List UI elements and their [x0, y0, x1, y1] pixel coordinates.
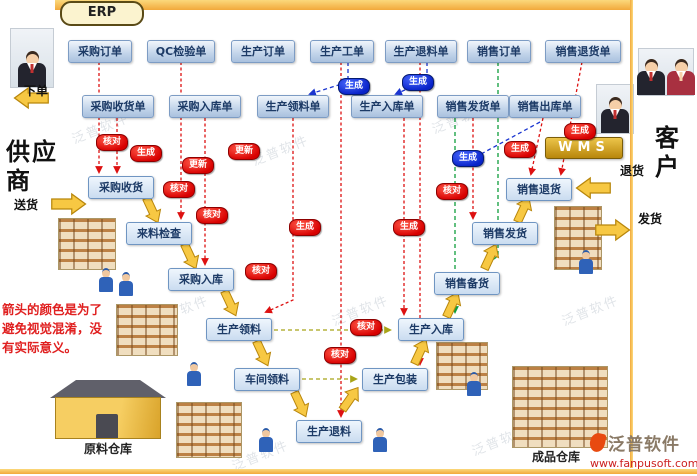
flow-badge-verify: 核对	[350, 319, 382, 336]
warehouse-shelf-photo	[554, 206, 602, 270]
note-line: 避免视觉混淆，没	[2, 321, 103, 336]
flow-badge-generate: 生成	[402, 74, 434, 91]
bottom-frame-bar	[0, 469, 697, 474]
brand-name: 泛普软件	[608, 435, 680, 455]
warehouse-body	[55, 397, 161, 439]
flow-badge-generate: 生成	[289, 219, 321, 236]
footer-brand-block: 泛普软件 www.fanpusoft.com	[588, 430, 697, 470]
warehouse-roof	[50, 380, 166, 398]
businessman-illustration	[600, 97, 630, 133]
raw-material-warehouse-illustration	[50, 380, 166, 442]
finished-warehouse-label: 成品仓库	[532, 450, 581, 464]
flow-sales-return: 销售退货	[506, 178, 572, 201]
brand-url-link[interactable]: www.fanpusoft.com	[590, 457, 697, 470]
worker-illustration	[98, 268, 114, 292]
fanpu-logo-icon	[588, 431, 607, 454]
warehouse-door	[96, 414, 118, 438]
flow-incoming-inspection: 来料检查	[126, 222, 192, 245]
doc-qc-inspection: QC检验单	[147, 40, 215, 63]
flow-badge-generate: 生成	[564, 123, 596, 140]
doc-production-inbound: 生产入库单	[351, 95, 423, 118]
note-line: 有实际意义。	[2, 340, 78, 355]
flow-badge-generate: 生成	[338, 78, 370, 95]
flow-sales-shipping: 销售发货	[472, 222, 538, 245]
doc-production-return: 生产退料单	[385, 40, 457, 63]
flow-sales-stocking: 销售备货	[434, 272, 500, 295]
doc-sales-return-order: 销售退货单	[545, 40, 621, 63]
deliver-label: 送货	[14, 198, 39, 212]
return-label: 退货	[620, 164, 645, 178]
warehouse-shelf-photo	[176, 402, 242, 458]
flow-badge-verify: 核对	[324, 347, 356, 364]
flow-purchase-inbound: 采购入库	[168, 268, 234, 291]
worker-illustration	[466, 372, 482, 396]
doc-production-workorder: 生产工单	[310, 40, 374, 63]
supplier-avatar	[10, 28, 54, 88]
doc-production-picking: 生产领料单	[257, 95, 329, 118]
flow-badge-verify: 核对	[163, 181, 195, 198]
doc-sales-delivery: 销售发货单	[437, 95, 509, 118]
businessman-illustration	[637, 59, 665, 95]
businesswoman-illustration	[667, 59, 695, 95]
supplier-title: 供应商	[6, 138, 58, 195]
worker-illustration	[578, 250, 594, 274]
flow-badge-generate: 生成	[452, 150, 484, 167]
flow-production-picking: 生产领料	[206, 318, 272, 341]
warehouse-shelf-photo	[116, 304, 178, 356]
flow-badge-generate: 生成	[504, 141, 536, 158]
flow-production-return: 生产退料	[296, 420, 362, 443]
finished-goods-shelf-photo	[512, 366, 608, 448]
wms-label: WMS	[545, 137, 623, 159]
flow-workshop-picking: 车间领料	[234, 368, 300, 391]
businessman-illustration	[17, 51, 47, 87]
doc-sales-outbound: 销售出库单	[509, 95, 581, 118]
flow-production-packing: 生产包装	[362, 368, 428, 391]
watermark: 泛普软件	[560, 293, 622, 330]
worker-illustration	[372, 428, 388, 452]
worker-illustration	[186, 362, 202, 386]
doc-sales-order: 销售订单	[467, 40, 531, 63]
right-frame-divider	[630, 0, 633, 468]
flow-badge-verify: 核对	[436, 183, 468, 200]
top-frame-bar	[55, 0, 631, 10]
order-label: 下单	[24, 84, 49, 98]
doc-purchase-receipt: 采购收货单	[82, 95, 154, 118]
doc-purchase-inbound: 采购入库单	[169, 95, 241, 118]
flow-badge-verify: 核对	[96, 134, 128, 151]
ship-label: 发货	[638, 212, 663, 226]
warehouse-shelf-photo	[58, 218, 116, 270]
erp-label: ERP	[60, 1, 144, 26]
note-line: 箭头的颜色是为了	[2, 302, 103, 317]
flow-badge-generate: 生成	[130, 145, 162, 162]
doc-production-order: 生产订单	[231, 40, 295, 63]
flow-purchase-receiving: 采购收货	[88, 176, 154, 199]
worker-illustration	[118, 272, 134, 296]
flow-badge-update: 更新	[182, 157, 214, 174]
flow-production-inbound: 生产入库	[398, 318, 464, 341]
worker-illustration	[258, 428, 274, 452]
color-note: 箭头的颜色是为了 避免视觉混淆，没 有实际意义。	[2, 300, 108, 357]
customer-title: 客户	[655, 124, 681, 181]
customer-avatar-pair	[637, 48, 695, 96]
flow-badge-verify: 核对	[196, 207, 228, 224]
customer-avatar	[596, 84, 634, 134]
flow-badge-verify: 核对	[245, 263, 277, 280]
flow-badge-update: 更新	[228, 143, 260, 160]
flow-badge-generate: 生成	[393, 219, 425, 236]
raw-warehouse-label: 原料仓库	[84, 442, 133, 456]
doc-purchase-order: 采购订单	[68, 40, 132, 63]
